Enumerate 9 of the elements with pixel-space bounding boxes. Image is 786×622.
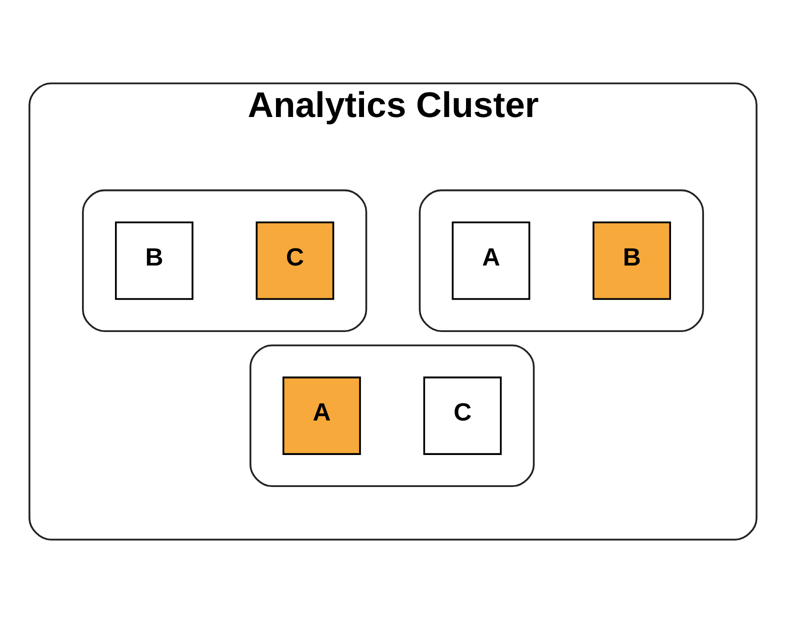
- node-box: A: [282, 376, 361, 454]
- cluster: [250, 344, 535, 487]
- node-box: B: [114, 221, 194, 300]
- cluster: [418, 188, 704, 332]
- node-box: C: [256, 221, 334, 300]
- node-box: C: [423, 376, 502, 454]
- cluster: [82, 188, 368, 332]
- node-box: A: [452, 221, 530, 300]
- node-box: B: [592, 221, 672, 300]
